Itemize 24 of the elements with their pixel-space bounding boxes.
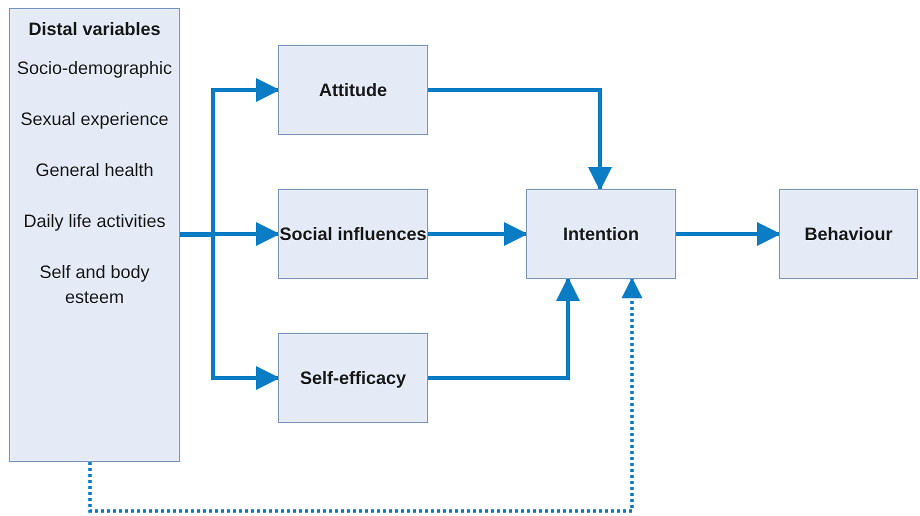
variables-panel [9, 8, 180, 462]
arrow [180, 233, 280, 390]
arrow [180, 222, 280, 246]
process-box [779, 189, 918, 279]
arrow [676, 222, 781, 246]
box-label: Intention [563, 222, 639, 246]
dotted-arrow [88, 277, 642, 513]
variable-label: Sexual experience [20, 108, 169, 131]
box-label: Social influences [279, 222, 427, 246]
panel-heading: Distal variables [28, 18, 161, 41]
box-label: Attitude [319, 78, 387, 102]
process-box [278, 45, 428, 135]
box-label: Self-efficacy [300, 366, 406, 390]
variable-label: Daily life activities [23, 210, 166, 233]
arrow [428, 88, 612, 191]
variable-label: General health [35, 159, 154, 182]
process-box [278, 333, 428, 423]
variable-label: Self and body esteem [38, 261, 151, 309]
arrow [428, 222, 528, 246]
box-label: Behaviour [804, 222, 893, 246]
arrow [428, 277, 580, 380]
process-box [526, 189, 676, 279]
variable-label: Socio-demographic [16, 57, 172, 80]
process-box [278, 189, 428, 279]
